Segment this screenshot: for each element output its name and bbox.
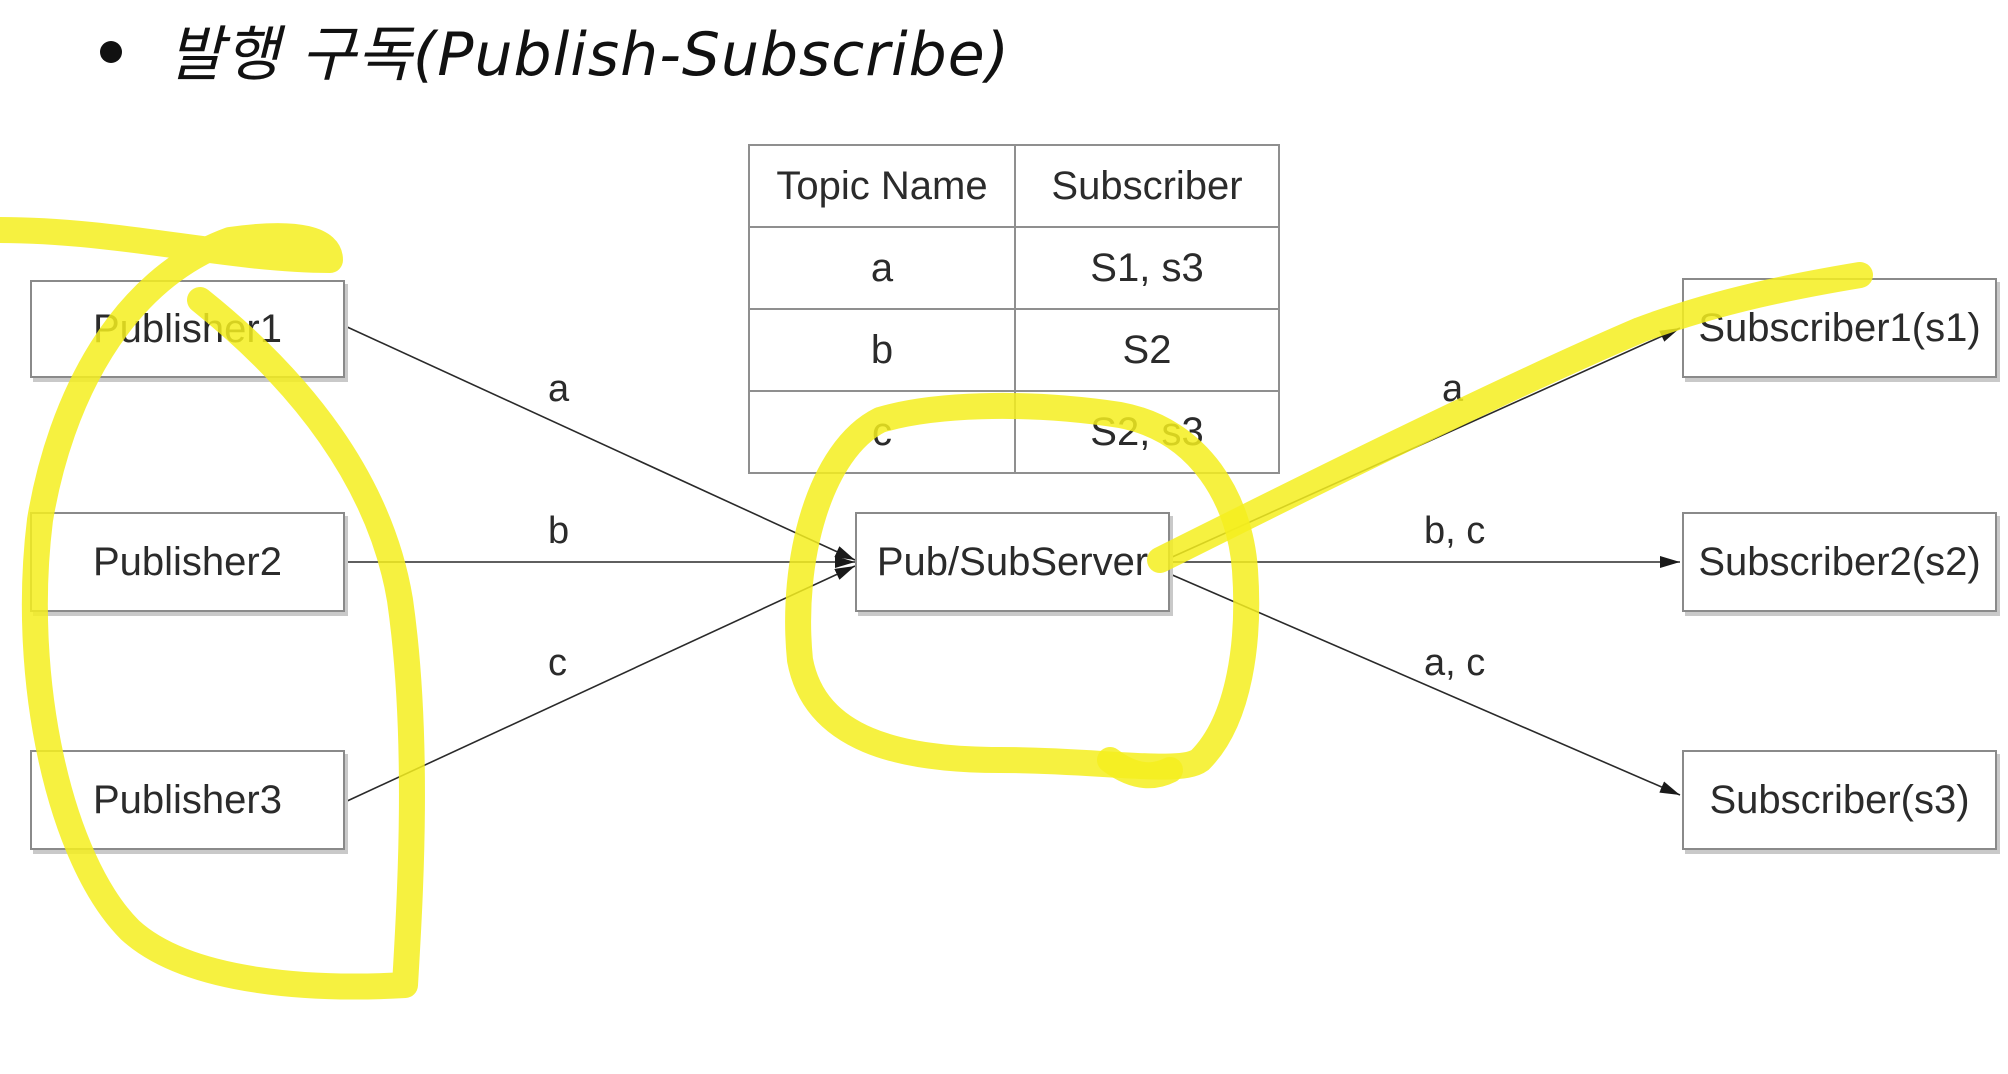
edge-label-s3: a, c <box>1424 642 1486 684</box>
edge-label-p2: b <box>548 510 570 552</box>
table-cell-topic: b <box>748 308 1016 392</box>
table-cell-topic: a <box>748 226 1016 310</box>
title-text: 발행 구독(Publish-Subscribe) <box>168 20 1011 90</box>
edge-label-s1: a <box>1442 368 1464 410</box>
subscriber1-box: Subscriber1(s1) <box>1682 278 1997 378</box>
edge-label-p3: c <box>548 642 567 684</box>
edge-label-p1: a <box>548 368 570 410</box>
publisher1-box: Publisher1 <box>30 280 345 378</box>
edge-label-s2: b, c <box>1424 510 1486 552</box>
subscriber2-box: Subscriber2(s2) <box>1682 512 1997 612</box>
table-header-row: Topic Name Subscriber <box>748 144 1280 228</box>
subscriber3-box: Subscriber(s3) <box>1682 750 1997 850</box>
page-title: 발행 구독(Publish-Subscribe) <box>100 6 1010 93</box>
publisher2-box: Publisher2 <box>30 512 345 612</box>
edge-publisher3-server <box>344 565 856 803</box>
edge-publisher1-server <box>344 325 856 561</box>
pubsub-server-box: Pub/SubServer <box>855 512 1170 612</box>
table-header-topic: Topic Name <box>748 144 1016 228</box>
table-header-subscriber: Subscriber <box>1014 144 1280 228</box>
bullet-icon <box>100 41 122 64</box>
publisher3-box: Publisher3 <box>30 750 345 850</box>
